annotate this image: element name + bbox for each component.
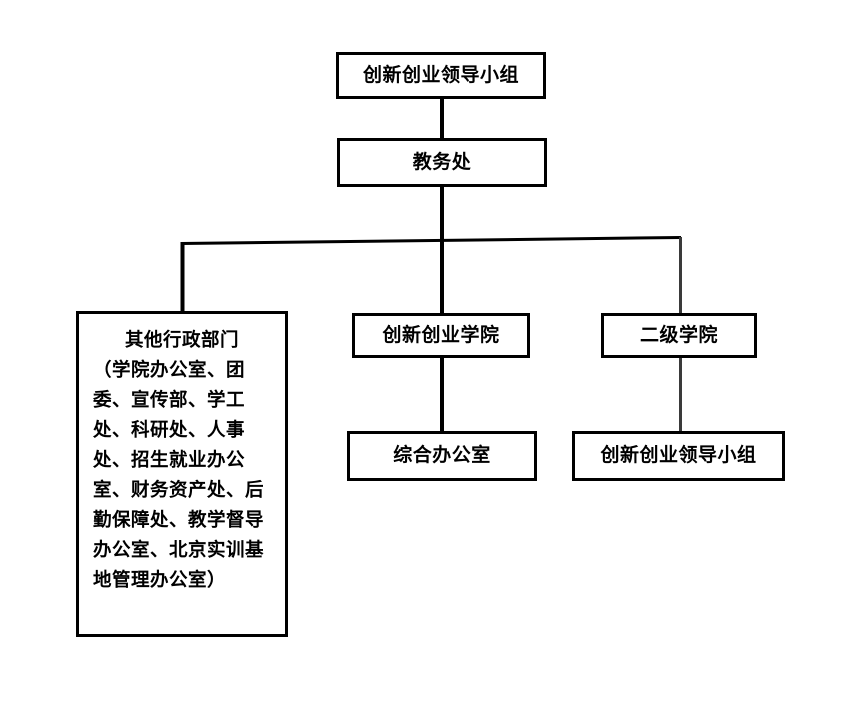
node-other-administrative-departments: 其他行政部门 （学院办公室、团委、宣传部、学工处、科研处、人事处、招生就业办公室… <box>76 311 288 637</box>
node-heading-line: 其他行政部门 <box>124 330 239 351</box>
distribution-bus <box>180 236 682 245</box>
node-label: 二级学院 <box>639 323 718 346</box>
node-general-office: 综合办公室 <box>347 431 537 481</box>
node-leadership-group-top: 创新创业领导小组 <box>336 52 546 99</box>
node-label: 创新创业学院 <box>382 323 500 346</box>
node-label: 创新创业领导小组 <box>362 63 519 86</box>
node-label: 教务处 <box>412 150 472 173</box>
node-label: 创新创业领导小组 <box>600 444 757 467</box>
node-body-text: （学院办公室、团委、宣传部、学工处、科研处、人事处、招生就业办公室、财务资产处、… <box>93 359 265 591</box>
node-label: 综合办公室 <box>393 444 491 467</box>
node-label: 其他行政部门 （学院办公室、团委、宣传部、学工处、科研处、人事处、招生就业办公室… <box>93 326 271 596</box>
node-leadership-group-secondary: 创新创业领导小组 <box>572 431 785 481</box>
node-innovation-entrepreneurship-college: 创新创业学院 <box>352 313 530 358</box>
node-secondary-college: 二级学院 <box>601 313 757 358</box>
node-academic-affairs-office: 教务处 <box>337 138 547 187</box>
